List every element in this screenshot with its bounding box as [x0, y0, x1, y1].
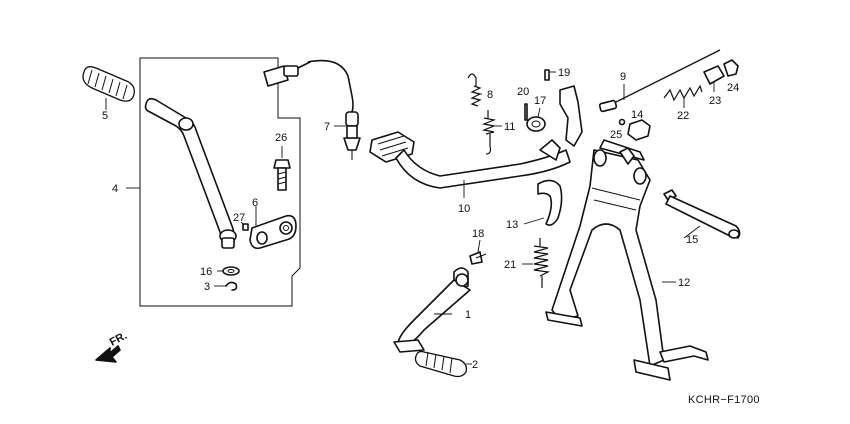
callout-26: 26 [275, 132, 287, 144]
spring-22 [663, 84, 703, 102]
collar-17 [526, 116, 546, 132]
callout-18: 18 [472, 228, 484, 240]
diagram-code: KCHR−F1700 [688, 394, 760, 406]
callout-11: 11 [504, 121, 515, 133]
front-direction-arrow [95, 345, 121, 363]
leader-13 [523, 217, 545, 225]
callout-5: 5 [102, 110, 108, 122]
callout-6: 6 [252, 197, 258, 209]
callout-9: 9 [620, 71, 626, 83]
side-stand-rubber [414, 350, 468, 378]
leader-18 [477, 239, 481, 253]
callout-17: 17 [534, 95, 546, 107]
brake-arm [559, 85, 583, 147]
callout-13: 13 [506, 219, 518, 231]
leader-27 [240, 221, 245, 226]
bolt-26 [273, 159, 291, 191]
callout-12: 12 [678, 277, 690, 289]
spring-11 [481, 110, 497, 155]
joint-23 [703, 65, 725, 85]
callout-10: 10 [458, 203, 470, 215]
main-stand [545, 139, 709, 381]
callout-25: 25 [610, 129, 622, 141]
bracket-13 [537, 179, 563, 226]
callout-3: 3 [204, 281, 210, 293]
callout-22: 22 [677, 110, 689, 122]
pin-27 [242, 223, 249, 231]
callout-7: 7 [324, 121, 330, 133]
kick-pivot-clamp [249, 214, 297, 250]
callout-20: 20 [517, 86, 529, 98]
callout-15: 15 [686, 234, 698, 246]
front-direction-label: FR. [108, 330, 129, 349]
leader-15 [683, 225, 701, 239]
washer-16 [222, 266, 240, 276]
pivot-shaft-15 [663, 189, 741, 239]
callout-14: 14 [631, 109, 643, 121]
callout-21: 21 [504, 259, 516, 271]
callout-24: 24 [727, 82, 739, 94]
kick-starter-arm [144, 97, 237, 249]
spring-21 [533, 238, 550, 288]
callout-8: 8 [487, 89, 493, 101]
spring-8 [467, 73, 482, 107]
pin-20 [524, 103, 528, 121]
callout-27: 27 [233, 212, 245, 224]
side-stand [393, 267, 471, 353]
brake-pedal [369, 131, 571, 189]
callout-23: 23 [709, 95, 721, 107]
nut-24 [723, 59, 739, 77]
leader-17 [537, 107, 541, 118]
callout-4: 4 [112, 183, 118, 195]
callout-16: 16 [200, 266, 212, 278]
nut-14 [627, 119, 651, 141]
clip-3 [225, 281, 238, 291]
kick-grip-rubber [82, 66, 135, 102]
pin-25 [618, 118, 626, 126]
bolt-18 [469, 251, 487, 265]
callout-1: 1 [465, 309, 471, 321]
side-stand-switch [263, 59, 361, 160]
brake-rod [598, 49, 721, 113]
cotter-19 [544, 69, 550, 81]
callout-2: 2 [472, 359, 478, 371]
callout-19: 19 [558, 67, 570, 79]
kick-starter-assembly-box [139, 57, 301, 307]
